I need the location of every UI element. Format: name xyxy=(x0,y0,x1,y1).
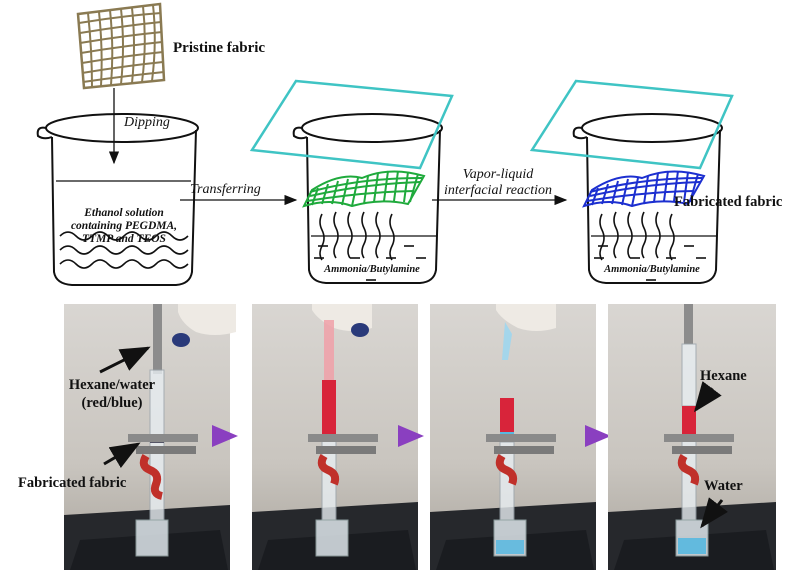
fabricated-fabric-label-top: Fabricated fabric xyxy=(674,194,783,210)
pristine-fabric-mesh xyxy=(76,2,166,90)
ammonia-label-2: Ammonia/Butylamine xyxy=(603,264,700,275)
hexane-pointer xyxy=(693,381,722,413)
vapor-lines-2 xyxy=(599,211,675,261)
purple-arrow-2 xyxy=(398,425,424,447)
solution-label-line3: TTMP and TEOS xyxy=(82,233,166,245)
dipping-label: Dipping xyxy=(123,115,170,130)
lid-plate-1 xyxy=(249,79,454,170)
purple-arrow-1 xyxy=(212,425,238,447)
beaker-2 xyxy=(292,113,443,284)
reaction-label-line1: Vapor-liquid xyxy=(463,167,534,182)
beaker-3 xyxy=(572,113,723,284)
beaker-1 xyxy=(36,113,199,286)
lid-plate-2 xyxy=(529,79,734,170)
ammonia-label-1: Ammonia/Butylamine xyxy=(323,264,420,275)
water-pointer xyxy=(700,497,728,529)
hexane-water-label-line2: (red/blue) xyxy=(82,395,143,411)
photo-4 xyxy=(608,304,776,570)
blue-fabric-mesh xyxy=(582,170,706,208)
green-fabric-mesh xyxy=(302,170,426,208)
liquid-dashes-2 xyxy=(594,245,706,281)
hexane-label: Hexane xyxy=(700,368,747,384)
photo-2 xyxy=(252,304,418,570)
photo-1 xyxy=(64,304,236,570)
vapor-lines-1 xyxy=(319,211,395,261)
fabricated-fabric-photo-label: Fabricated fabric xyxy=(18,475,127,491)
liquid-dashes-1 xyxy=(314,245,426,281)
pristine-fabric-label: Pristine fabric xyxy=(173,40,265,56)
purple-arrow-3 xyxy=(585,425,611,447)
reaction-label-line2: interfacial reaction xyxy=(444,183,552,198)
fabricated-fabric-pointer xyxy=(103,442,141,469)
hexane-water-pointer xyxy=(99,346,151,374)
transferring-label: Transferring xyxy=(190,182,261,197)
water-label: Water xyxy=(704,478,743,494)
solution-label-line1: Ethanol solution xyxy=(83,207,164,219)
photo-3 xyxy=(430,304,596,570)
solution-label-line2: containing PEGDMA, xyxy=(71,220,177,232)
hexane-water-label-line1: Hexane/water xyxy=(69,377,156,393)
